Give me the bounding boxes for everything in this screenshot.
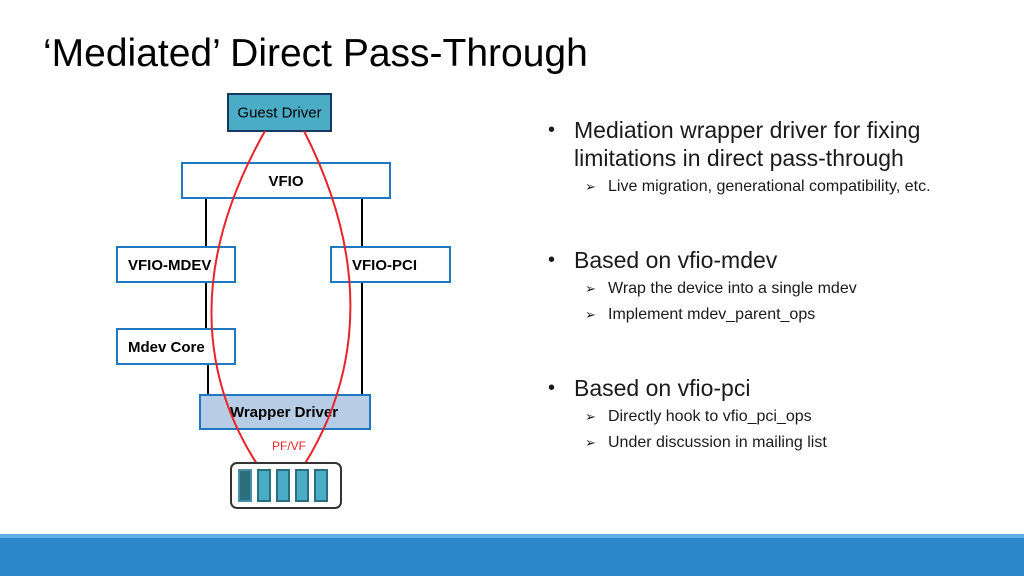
sub-bullet: ➢ Wrap the device into a single mdev [548, 276, 1008, 302]
sub-bullet-text: Directly hook to vfio_pci_ops [608, 408, 812, 425]
arrow-bullet-icon: ➢ [585, 281, 596, 296]
connector-lines [205, 198, 363, 395]
bullet-main: • Mediation wrapper driver for fixing li… [548, 116, 1008, 172]
sub-bullet-text: Implement mdev_parent_ops [608, 306, 816, 323]
bullet-group-1: • Mediation wrapper driver for fixing li… [548, 116, 1008, 200]
wrapper-driver-box: Wrapper Driver [199, 394, 371, 430]
bullet-group-3: • Based on vfio-pci ➢ Directly hook to v… [548, 374, 1008, 456]
vfio-pci-box: VFIO-PCI [330, 246, 451, 283]
pf-vf-label: PF/VF [272, 439, 306, 453]
mdev-core-label: Mdev Core [128, 339, 205, 356]
sub-bullet-text: Live migration, generational compatibili… [608, 178, 931, 195]
sub-bullet: ➢ Implement mdev_parent_ops [548, 302, 1008, 328]
bullet-main: • Based on vfio-pci [548, 374, 1008, 402]
vfio-mdev-label: VFIO-MDEV [128, 257, 211, 274]
mdev-core-box: Mdev Core [116, 328, 236, 365]
vfio-box: VFIO [181, 162, 391, 199]
device-icon [230, 462, 342, 509]
bullet-main: • Based on vfio-mdev [548, 246, 1008, 274]
arrow-bullet-icon: ➢ [585, 409, 596, 424]
right-arrow [295, 130, 352, 479]
sub-bullet-text: Wrap the device into a single mdev [608, 280, 857, 297]
vfio-mdev-box: VFIO-MDEV [116, 246, 236, 283]
guest-driver-label: Guest Driver [237, 105, 321, 122]
bullet-dot-icon: • [548, 119, 556, 141]
footer-bar [0, 534, 1024, 576]
bullet-text: Based on vfio-pci [574, 375, 751, 401]
wrapper-driver-label: Wrapper Driver [230, 404, 338, 421]
sub-bullet: ➢ Under discussion in mailing list [548, 430, 1008, 456]
slide-title: ‘Mediated’ Direct Pass-Through [43, 32, 588, 75]
bullet-dot-icon: • [548, 249, 556, 271]
arrow-bullet-icon: ➢ [585, 179, 596, 194]
vfio-pci-label: VFIO-PCI [352, 257, 417, 274]
sub-bullet-text: Under discussion in mailing list [608, 434, 827, 451]
arrow-bullet-icon: ➢ [585, 307, 596, 322]
bullet-group-2: • Based on vfio-mdev ➢ Wrap the device i… [548, 246, 1008, 328]
sub-bullet: ➢ Live migration, generational compatibi… [548, 174, 1008, 200]
sub-bullet: ➢ Directly hook to vfio_pci_ops [548, 404, 1008, 430]
architecture-diagram: Guest Driver VFIO VFIO-MDEV VFIO-PCI Mde… [116, 93, 451, 509]
bullet-text: Based on vfio-mdev [574, 247, 778, 273]
left-arrow [210, 130, 267, 479]
vfio-label: VFIO [268, 173, 303, 190]
passthrough-arrows [210, 130, 352, 479]
guest-driver-box: Guest Driver [227, 93, 332, 132]
arrow-bullet-icon: ➢ [585, 435, 596, 450]
bullet-dot-icon: • [548, 377, 556, 399]
bullet-text: Mediation wrapper driver for fixing limi… [574, 117, 921, 171]
